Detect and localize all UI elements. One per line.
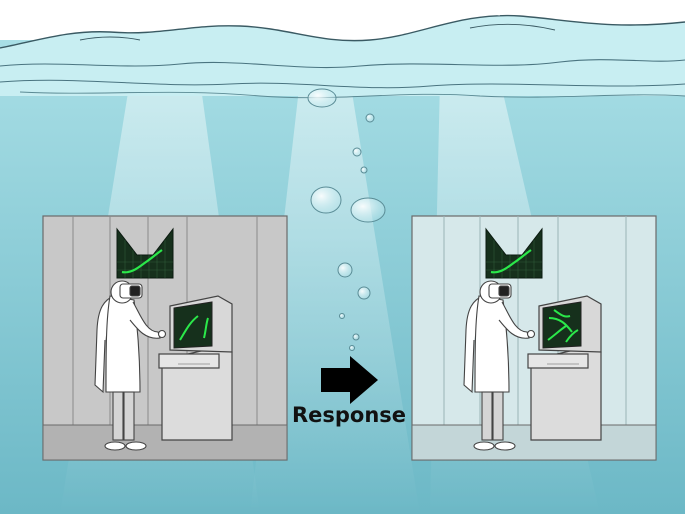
- waves-icon: [0, 9, 685, 99]
- lab-coat-person-icon: [463, 280, 536, 451]
- response-label: Response: [291, 403, 407, 427]
- v-shaped-display: [485, 227, 543, 279]
- arcade-terminal-icon: [158, 295, 233, 441]
- bubbles-icon: [307, 88, 386, 351]
- panel-after: [411, 215, 657, 461]
- v-shaped-display: [116, 227, 174, 279]
- arcade-terminal-icon: [527, 295, 602, 441]
- lab-coat-person-icon: [94, 280, 167, 451]
- right-arrow-icon: [321, 356, 378, 404]
- panel-before: [42, 215, 288, 461]
